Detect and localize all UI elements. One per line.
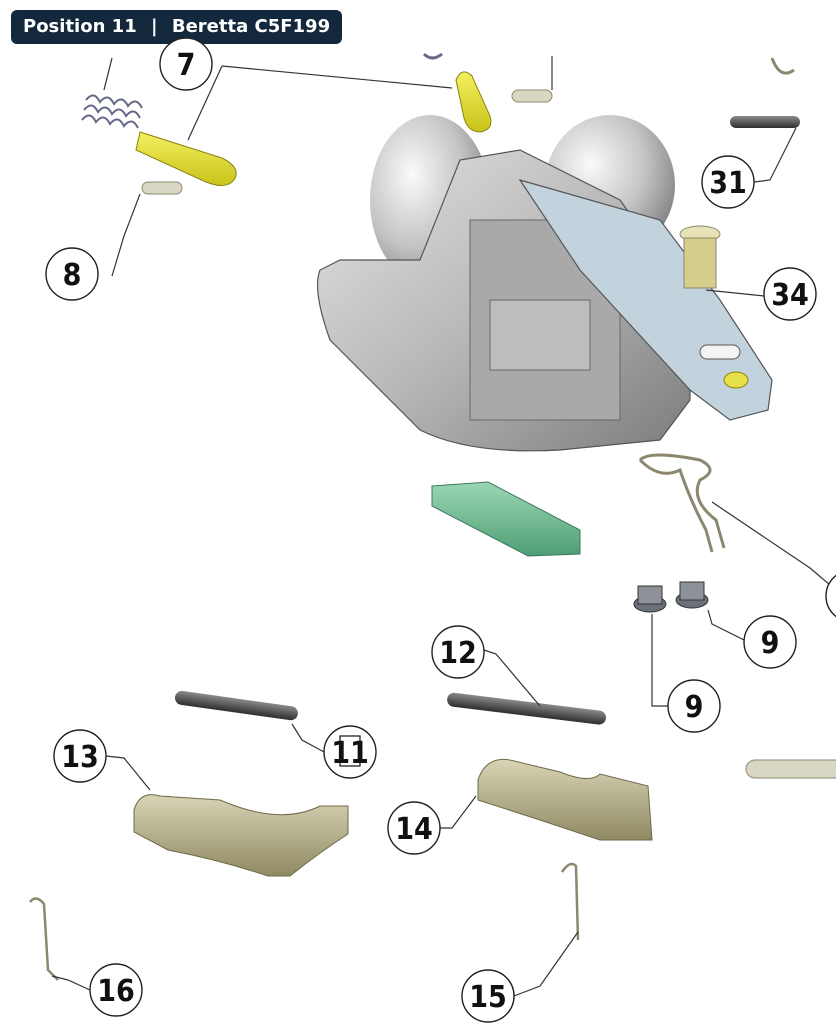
callout-12[interactable]: 12 — [431, 625, 485, 679]
svg-text:14: 14 — [395, 812, 433, 847]
edge-part-top-right — [770, 57, 795, 75]
trigger-part-13 — [133, 794, 349, 877]
coil-spring-part — [81, 94, 143, 129]
receiver-block-part — [316, 115, 773, 452]
callout-partial-right — [825, 574, 836, 618]
svg-text:34: 34 — [771, 278, 809, 313]
small-pin-part-8 — [141, 181, 183, 195]
model-label: Beretta C5F199 — [171, 16, 331, 37]
callout-13[interactable]: 13 — [53, 729, 107, 783]
callout-34[interactable]: 34 — [763, 267, 817, 321]
edge-part-top-center — [422, 52, 443, 60]
callout-9a[interactable]: 9 — [743, 615, 797, 669]
svg-text:12: 12 — [439, 636, 477, 671]
svg-text:15: 15 — [469, 980, 507, 1015]
svg-text:11: 11 — [331, 736, 369, 771]
svg-text:8: 8 — [63, 258, 82, 293]
pin-part-12 — [447, 692, 607, 725]
svg-text:7: 7 — [177, 48, 196, 83]
svg-text:13: 13 — [61, 740, 99, 775]
callout-31[interactable]: 31 — [701, 155, 755, 209]
svg-text:9: 9 — [685, 690, 704, 725]
callout-16[interactable]: 16 — [89, 963, 143, 1017]
small-pin-part-top — [511, 89, 553, 103]
wire-spring-part-15 — [560, 862, 580, 941]
svg-text:9: 9 — [761, 626, 780, 661]
wire-spring-part — [638, 453, 726, 553]
position-label: Position 11 — [23, 16, 137, 37]
callout-15[interactable]: 15 — [461, 969, 515, 1023]
dark-pin-part-31 — [730, 116, 800, 128]
long-pin-part-right — [745, 759, 836, 779]
green-block-part — [431, 481, 581, 557]
header-banner: Position 11 | Beretta C5F199 — [11, 10, 343, 44]
callout-11[interactable]: 11 — [323, 725, 377, 779]
callout-7[interactable]: 7 — [159, 37, 213, 91]
firing-pin-part-right — [455, 71, 492, 133]
svg-text:31: 31 — [709, 166, 747, 201]
pin-part-11 — [174, 690, 298, 721]
callout-14[interactable]: 14 — [387, 801, 441, 855]
header-separator: | — [151, 16, 158, 37]
svg-text:16: 16 — [97, 974, 135, 1009]
wire-spring-part-16 — [29, 897, 59, 981]
callout-9b[interactable]: 9 — [667, 679, 721, 733]
firing-pin-part-left — [135, 131, 237, 186]
callout-8[interactable]: 8 — [45, 247, 99, 301]
nut-part-9a — [633, 585, 667, 613]
nut-part-9b — [675, 581, 709, 609]
leader-lines — [51, 56, 836, 997]
screw-part-34 — [679, 225, 721, 289]
trigger-part-14 — [477, 758, 653, 841]
